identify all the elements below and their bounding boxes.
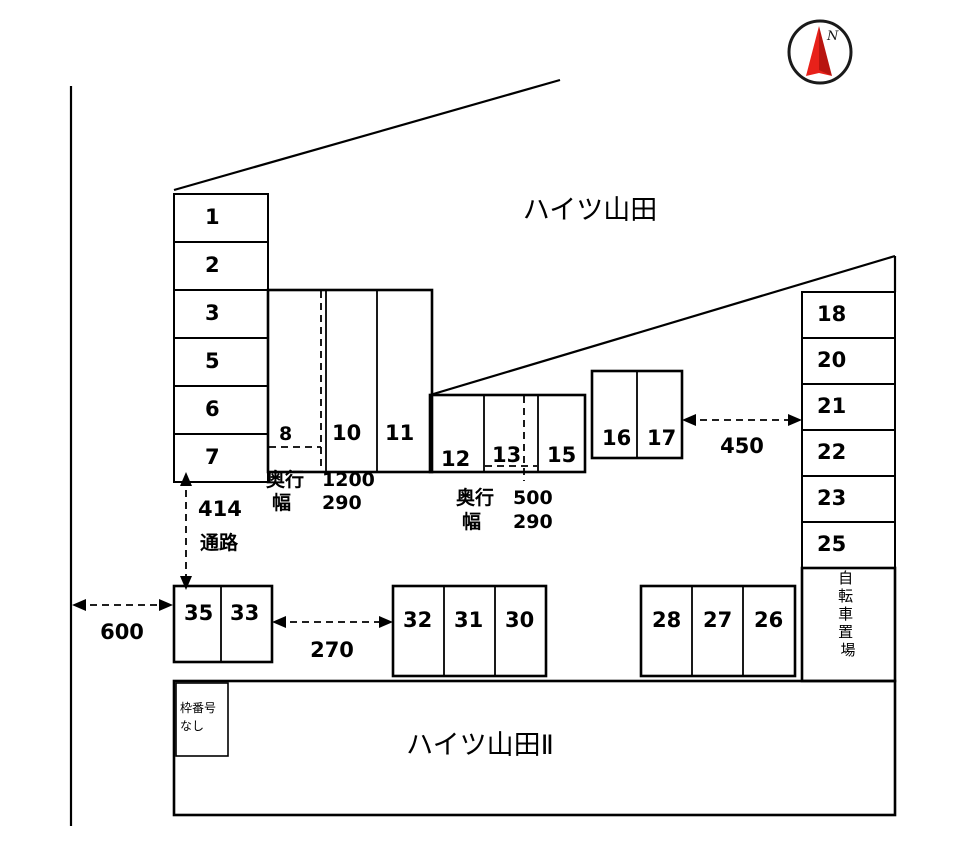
stall-label-16: 16 (602, 426, 631, 450)
stall-label-10: 10 (332, 421, 361, 445)
stall-pair-35-33-outline (172, 584, 274, 664)
building-two-outline (172, 679, 897, 817)
stall-group-28-27-26-outline (639, 584, 797, 678)
lower-block-depth-value: 500 (513, 487, 553, 509)
north-west-property-line (173, 78, 561, 192)
passage-dimension-value: 414 (198, 497, 242, 521)
stall-group-32-31-30-outline (391, 584, 548, 678)
stall-box-22[interactable] (801, 429, 896, 477)
stall-gap-arrow-left (272, 616, 286, 628)
stall-label-1: 1 (205, 205, 220, 229)
compass-north-label: N (826, 29, 839, 44)
lower-middle-block-outline (428, 393, 587, 474)
east-gap-arrow-left (682, 414, 696, 426)
stall-label-30: 30 (505, 608, 534, 632)
stall-box-20[interactable] (801, 337, 896, 385)
lower-block-width-value: 290 (513, 511, 553, 533)
passage-arrow-up (180, 472, 192, 486)
bicycle-parking-label: 自 転 車 置 場 (838, 569, 858, 659)
stall-box-6[interactable] (173, 385, 269, 435)
stall-label-32: 32 (403, 608, 432, 632)
passage-dimension-label: 通路 (200, 531, 239, 554)
stall-label-6: 6 (205, 397, 220, 421)
passage-arrow-down (180, 576, 192, 590)
pair-block-outline (590, 369, 684, 460)
upper-middle-block-outline (266, 288, 434, 474)
stall-label-15: 15 (547, 443, 576, 467)
stall-label-20: 20 (817, 348, 846, 372)
stall-box-18[interactable] (801, 291, 896, 339)
stall-label-3: 3 (205, 301, 220, 325)
lower-block-depth-label: 奥行 (456, 486, 494, 509)
upper-block-width-value: 290 (322, 492, 362, 514)
stall-label-35: 35 (184, 601, 213, 625)
stall-label-2: 2 (205, 253, 220, 277)
stall-label-12: 12 (441, 447, 470, 471)
lower-block-width-label: 幅 (462, 510, 481, 533)
stall-box-7[interactable] (173, 433, 269, 483)
west-setback-arrow-left (72, 599, 86, 611)
west-setback-arrow-right (159, 599, 173, 611)
stall-label-13: 13 (492, 443, 521, 467)
compass-needle-west-half (806, 26, 819, 76)
east-gap-value: 450 (720, 434, 764, 458)
stall-label-25: 25 (817, 532, 846, 556)
stall-label-17: 17 (647, 426, 676, 450)
building-two-title: ハイツ山田Ⅱ (406, 730, 554, 761)
stall-box-1[interactable] (173, 193, 269, 243)
north-arrow-icon: N (787, 19, 853, 85)
building-one-title: ハイツ山田 (523, 195, 657, 226)
east-stall-column: 18 20 21 22 23 25 自 転 車 置 場 (800, 291, 897, 683)
west-setback-dimension: 600 (72, 599, 173, 644)
stall-label-18: 18 (817, 302, 846, 326)
stall-box-2[interactable] (173, 241, 269, 291)
stall-label-22: 22 (817, 440, 846, 464)
east-gap-dimension: 450 (682, 414, 802, 458)
stall-gap-dimension: 270 (272, 616, 393, 662)
stall-box-21[interactable] (801, 383, 896, 431)
stall-label-28: 28 (652, 608, 681, 632)
stall-label-11: 11 (385, 421, 414, 445)
stall-label-31: 31 (454, 608, 483, 632)
stall-label-23: 23 (817, 486, 846, 510)
stall-label-21: 21 (817, 394, 846, 418)
stall-label-26: 26 (754, 608, 783, 632)
stall-gap-arrow-right (379, 616, 393, 628)
stall-label-33: 33 (230, 601, 259, 625)
passage-dimension: 414 通路 (180, 472, 242, 590)
east-gap-arrow-right (788, 414, 802, 426)
building-two-outline-group: 枠番号 なし ハイツ山田Ⅱ (172, 679, 897, 817)
stall-gap-value: 270 (310, 638, 354, 662)
stall-box-23[interactable] (801, 475, 896, 523)
stall-label-7: 7 (205, 445, 220, 469)
stall-box-25[interactable] (801, 521, 896, 569)
upper-block-depth-label: 奥行 (266, 468, 304, 491)
unnumbered-stall-box[interactable] (175, 682, 229, 757)
stall-label-8: 8 (279, 423, 292, 445)
stall-box-3[interactable] (173, 289, 269, 339)
upper-block-depth-value: 1200 (322, 469, 375, 491)
stall-box-5[interactable] (173, 337, 269, 387)
upper-block-width-label: 幅 (272, 491, 291, 514)
stall-label-27: 27 (703, 608, 732, 632)
south-row-left-pair: 35 33 (172, 584, 274, 664)
lower-middle-stall-block: 12 13 15 奥行 500 幅 290 (428, 393, 587, 533)
stall-label-5: 5 (205, 349, 220, 373)
stall-pair-block: 16 17 (590, 369, 684, 460)
south-row-right-group: 28 27 26 (639, 584, 797, 678)
west-stall-column: 1 2 3 5 6 7 (173, 193, 269, 483)
west-setback-value: 600 (100, 620, 144, 644)
unnumbered-stall-label: 枠番号 なし (180, 701, 220, 733)
compass-needle-east-half (819, 26, 832, 76)
upper-middle-stall-block: 8 10 11 奥行 1200 幅 290 (266, 288, 434, 514)
compass-needle-base (806, 70, 832, 76)
north-east-property-line (429, 254, 896, 397)
south-row-middle-group: 32 31 30 (391, 584, 548, 678)
